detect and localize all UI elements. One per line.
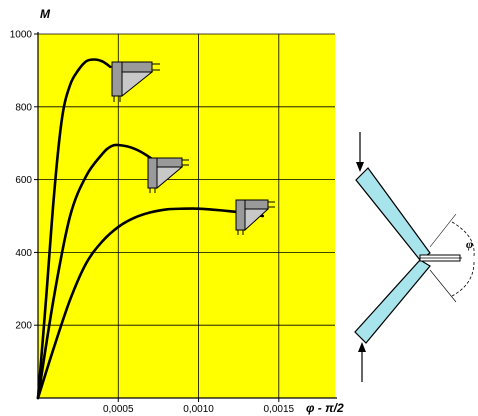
- plot-area: [38, 34, 335, 398]
- series-line-1: [36, 58, 112, 400]
- series-line-2: [36, 143, 168, 400]
- series-line-3: [36, 207, 265, 400]
- tick-labels: 200 400 600 800 1000 0,0005 0,0010 0,0015: [10, 30, 295, 416]
- bent-plate-diagram: φ: [354, 132, 475, 382]
- angle-ref-line-1: [429, 213, 457, 248]
- y-tick-label-2: 600: [15, 175, 32, 186]
- upper-plate: [355, 167, 431, 261]
- curves: [36, 58, 265, 400]
- y-axis-title: M: [40, 7, 51, 21]
- y-tick-label-0: 200: [15, 321, 32, 332]
- top-arrow-head: [356, 162, 364, 172]
- y-tick-label-4: 1000: [10, 30, 33, 41]
- axes: [34, 32, 337, 402]
- lower-plate: [354, 259, 431, 344]
- y-tick-label-3: 800: [15, 102, 32, 113]
- corner-joint-icon-3: [235, 199, 275, 235]
- bottom-arrow-head: [358, 342, 366, 352]
- x-tick-label-2: 0,0015: [264, 404, 295, 415]
- angle-ref-line-2: [429, 269, 457, 303]
- corner-joint-icon-1: [111, 61, 160, 102]
- x-tick-label-1: 0,0010: [183, 404, 214, 415]
- angle-arc-lower: [451, 261, 475, 297]
- corner-joint-icon-2: [147, 157, 189, 193]
- y-tick-label-1: 400: [15, 248, 32, 259]
- angle-symbol: φ: [466, 237, 473, 251]
- x-axis-title: φ - π/2: [306, 401, 344, 415]
- x-tick-label-0: 0,0005: [103, 404, 134, 415]
